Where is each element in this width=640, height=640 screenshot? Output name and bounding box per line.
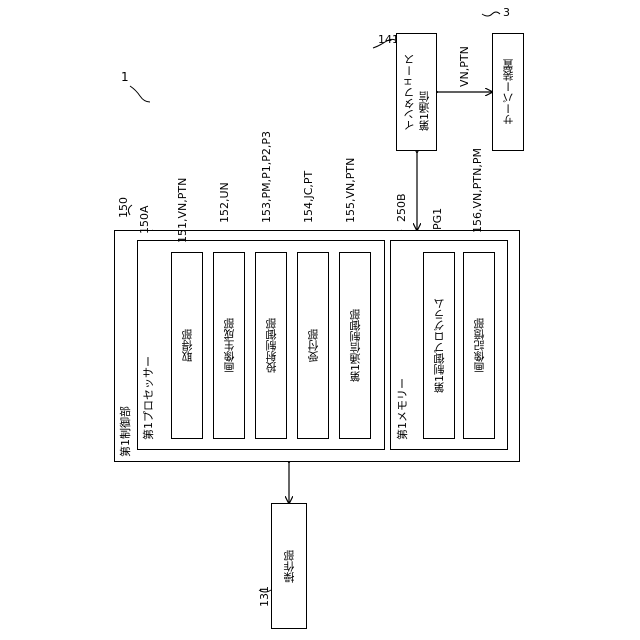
server-ref-leader (482, 12, 500, 16)
image-generation-unit: 画像生成部 (213, 252, 245, 439)
interface-label-line1: 第1通信 (418, 54, 431, 131)
program-ref: PG1 (432, 208, 444, 230)
communication-control-unit-label: 第1通信制御部 (349, 309, 362, 382)
control-label: 第1制御部 (120, 406, 132, 457)
reception-unit-label: 受付部 (307, 329, 320, 362)
projection-control-unit: 投射制御部 (255, 252, 287, 439)
control-program-label: 第1制御プログラム (433, 298, 446, 393)
memory-ref: 250B (396, 193, 408, 222)
operation-ref: 131 (259, 586, 271, 607)
unit-ref-151: 151,VN,PTN (177, 178, 189, 243)
projection-control-unit-label: 投射制御部 (265, 318, 278, 373)
processor-ref: 150A (139, 205, 151, 234)
image-storage-ref: 156,VN,PTN,PM (472, 148, 484, 233)
control-ref: 150 (118, 197, 130, 218)
server-ref: 3 (503, 6, 510, 19)
reception-unit: 受付部 (297, 252, 329, 439)
image-generation-unit-label: 画像生成部 (223, 318, 236, 373)
operation-unit-label: 操作部 (283, 550, 296, 583)
link-label: VN,PTN (459, 46, 471, 87)
image-storage-unit: 画像記憶部 (463, 252, 495, 439)
operation-unit-box: 操作部 (271, 503, 307, 629)
unit-ref-154: 154,JC,PT (303, 171, 315, 223)
communication-control-unit: 第1通信制御部 (339, 252, 371, 439)
system-ref: 1 (121, 70, 129, 84)
server-device-box: サーバー装置 (492, 33, 524, 151)
server-device-label: サーバー装置 (502, 59, 515, 125)
unit-ref-155: 155,VN,PTN (345, 158, 357, 223)
unit-ref-153: 153,PM,P1,P2,P3 (261, 131, 273, 223)
control-program: 第1制御プログラム (423, 252, 455, 439)
communication-interface-box: 第1通信 インタフェース (396, 33, 437, 151)
image-storage-unit-label: 画像記憶部 (473, 318, 486, 373)
memory-label: 第1メモリー (397, 378, 409, 440)
interface-label-line2: インタフェース (403, 54, 416, 131)
acquisition-unit-label: 取得部 (181, 329, 194, 362)
processor-label: 第1プロセッサー (143, 356, 155, 440)
unit-ref-152: 152,UN (219, 182, 231, 223)
system-ref-leader (130, 86, 150, 102)
acquisition-unit: 取得部 (171, 252, 203, 439)
